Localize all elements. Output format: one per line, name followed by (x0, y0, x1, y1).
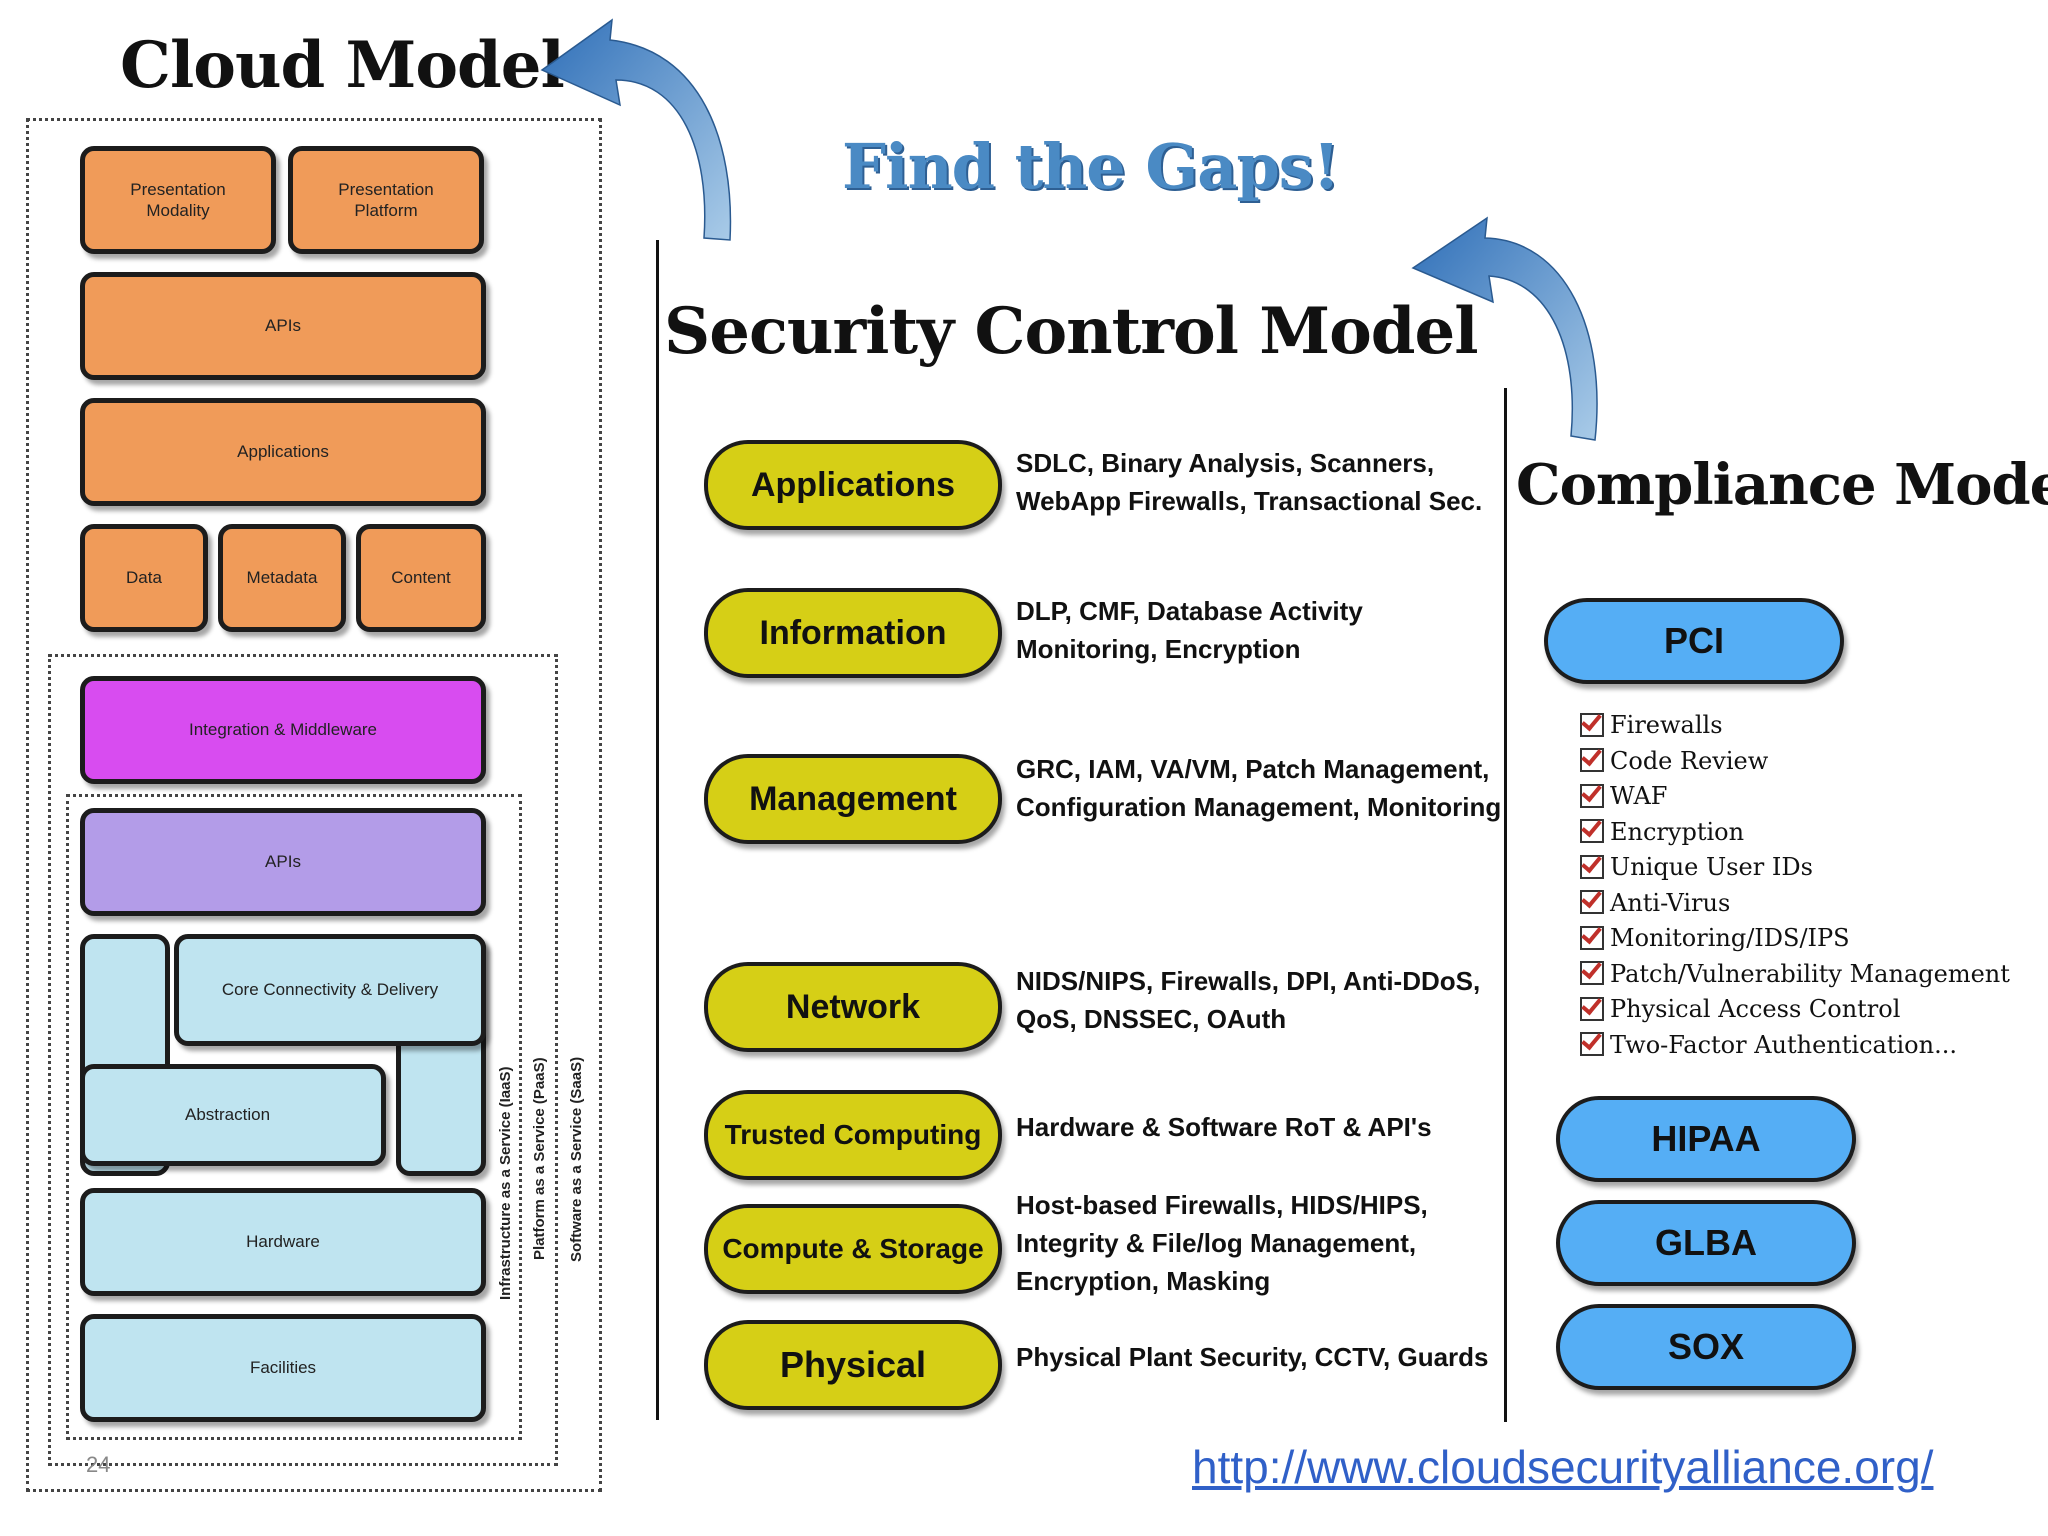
pci-checklist-item: Firewalls (1580, 708, 1723, 743)
pci-checklist-label: Physical Access Control (1610, 995, 1901, 1023)
security-control-pill: Physical (704, 1320, 1002, 1410)
apis-saas-block: APIs (80, 272, 486, 380)
abstraction-block: Abstraction (80, 1064, 386, 1166)
security-control-description: NIDS/NIPS, Firewalls, DPI, Anti-DDoS, (1016, 966, 1481, 996)
checkbox-checked-icon (1580, 854, 1604, 879)
security-control-description: GRC, IAM, VA/VM, Patch Management, (1016, 754, 1490, 784)
apis-paas-block: APIs (80, 808, 486, 916)
security-control-description: SDLC, Binary Analysis, Scanners, (1016, 448, 1435, 478)
security-control-pill: Applications (704, 440, 1002, 530)
saas-label: Software as a Service (SaaS) (568, 1056, 585, 1262)
compliance-model-title: Compliance Model (1516, 452, 2048, 518)
paas-boundary (48, 654, 558, 1466)
checkbox-checked-icon (1580, 748, 1604, 772)
security-control-pill: Compute & Storage (704, 1204, 1002, 1294)
pci-checklist-item: Monitoring/IDS/IPS (1580, 921, 1850, 956)
content-block: Content (356, 524, 486, 632)
pci-checklist-label: Code Review (1610, 746, 1769, 775)
curved-arrow-icon (1411, 216, 1598, 441)
presentation-platform-block: Presentation Platform (288, 146, 484, 254)
presentation-modality-block: Presentation Modality (80, 146, 276, 254)
pci-checklist-label: Two-Factor Authentication... (1610, 1030, 1957, 1059)
security-control-pill: Information (704, 588, 1002, 678)
pci-pill: PCI (1544, 598, 1844, 684)
security-control-description: Host-based Firewalls, HIDS/HIPS, (1016, 1190, 1428, 1220)
security-control-pill: Network (704, 962, 1002, 1052)
pci-checklist-item: Code Review (1580, 744, 1768, 779)
security-control-description: Physical Plant Security, CCTV, Guards (1016, 1342, 1489, 1372)
sox-pill: SOX (1556, 1304, 1856, 1390)
integration-middleware-block: Integration & Middleware (80, 676, 486, 784)
applications-block: Applications (80, 398, 486, 506)
pci-checklist-label: Patch/Vulnerability Management (1610, 959, 2010, 988)
checkbox-checked-icon (1580, 925, 1604, 950)
security-control-description: WebApp Firewalls, Transactional Sec. (1016, 486, 1483, 516)
hardware-block: Hardware (80, 1188, 486, 1296)
paas-label: Platform as a Service (PaaS) (531, 1057, 548, 1260)
iaas-boundary (66, 794, 522, 1440)
pci-checklist-label: WAF (1610, 782, 1668, 810)
pci-checklist-label: Anti-Virus (1610, 888, 1731, 917)
pci-checklist-item: Patch/Vulnerability Management (1580, 957, 2010, 992)
hipaa-pill: HIPAA (1556, 1096, 1856, 1182)
security-control-description: Encryption, Masking (1016, 1266, 1271, 1296)
pci-checklist-label: Encryption (1610, 817, 1745, 846)
facilities-block: Facilities (80, 1314, 486, 1422)
checkbox-checked-icon (1580, 783, 1604, 808)
pci-checklist-label: Monitoring/IDS/IPS (1610, 924, 1850, 952)
checkbox-checked-icon (1580, 712, 1604, 737)
security-control-description: DLP, CMF, Database Activity (1016, 596, 1363, 626)
glba-pill: GLBA (1556, 1200, 1856, 1286)
iaas-label: Infrastructure as a Service (IaaS) (497, 1066, 514, 1300)
pci-checklist-item: WAF (1580, 779, 1667, 814)
pci-checklist-label: Unique User IDs (1610, 853, 1813, 881)
pci-checklist-label: Firewalls (1610, 711, 1723, 739)
checkbox-checked-icon (1580, 961, 1604, 985)
checkbox-checked-icon (1580, 890, 1604, 914)
page-number: 24 (86, 1452, 111, 1477)
metadata-block: Metadata (218, 524, 346, 632)
cloud-model-title: Cloud Model (120, 28, 565, 103)
pci-checklist-item: Two-Factor Authentication... (1580, 1028, 1957, 1063)
saas-boundary (26, 118, 602, 1492)
core-connectivity-block: Core Connectivity & Delivery (174, 934, 486, 1046)
security-control-description: Hardware & Software RoT & API's (1016, 1112, 1432, 1142)
security-control-description: Monitoring, Encryption (1016, 634, 1301, 664)
security-control-description: QoS, DNSSEC, OAuth (1016, 1004, 1287, 1034)
security-control-description: Configuration Management, Monitoring (1016, 792, 1502, 822)
pci-checklist-item: Physical Access Control (1580, 992, 1900, 1027)
csa-url-link[interactable]: http://www.cloudsecurityalliance.org/ (1192, 1441, 1934, 1493)
pci-checklist-item: Unique User IDs (1580, 850, 1813, 885)
security-control-description: Integrity & File/log Management, (1016, 1228, 1417, 1258)
find-the-gaps-headline: Find the Gaps! (842, 130, 1340, 203)
data-block: Data (80, 524, 208, 632)
checkbox-checked-icon (1580, 819, 1604, 843)
security-control-pill: Management (704, 754, 1002, 844)
compliance-model-left-rule (1504, 388, 1507, 1422)
security-model-left-rule (656, 240, 659, 1420)
pci-checklist-item: Encryption (1580, 815, 1744, 850)
checkbox-checked-icon (1580, 1032, 1604, 1056)
curved-arrow-icon (540, 18, 732, 241)
security-control-model-title: Security Control Model (664, 294, 1479, 369)
security-control-pill: Trusted Computing (704, 1090, 1002, 1180)
checkbox-checked-icon (1580, 996, 1604, 1021)
pci-checklist-item: Anti-Virus (1580, 886, 1730, 921)
